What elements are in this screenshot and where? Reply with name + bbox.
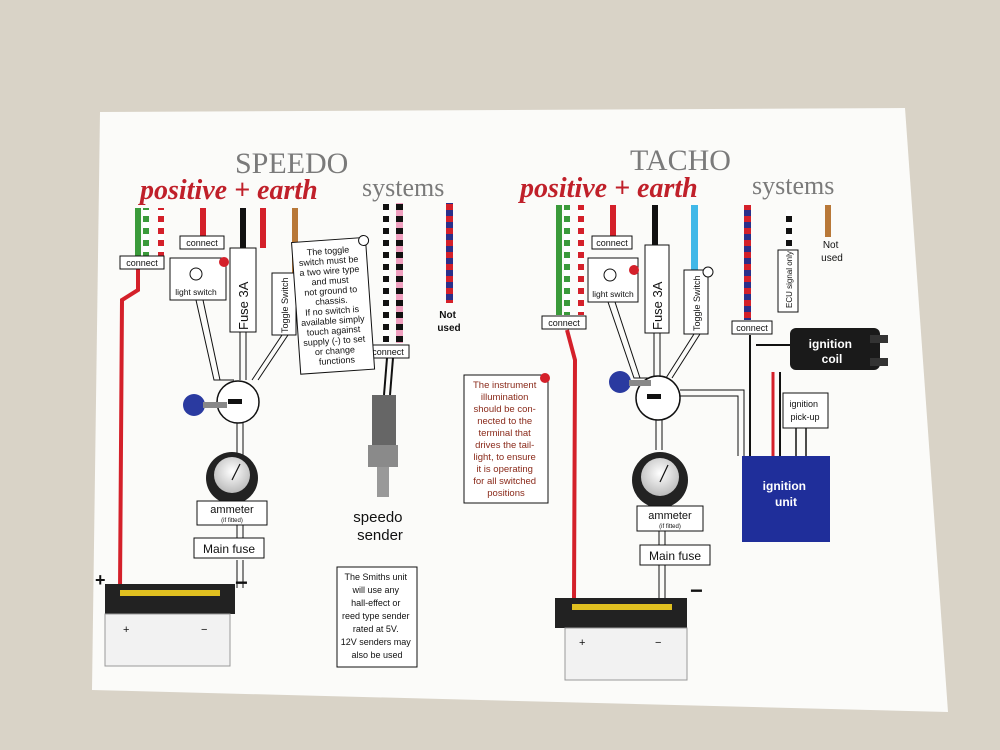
tacho-main-fuse: Main fuse [649,549,701,563]
speedo-green-wire [135,208,141,258]
speedo-sender-icon [368,357,398,497]
tacho-red-white-wire [578,205,584,315]
speedo-smiths-note: The Smiths unit will use any hall-effect… [341,572,414,660]
speedo-not-used: Not used [437,310,460,334]
tacho-connect-1: connect [548,318,580,328]
speedo-main-fuse: Main fuse [203,542,255,556]
tacho-ecu-signal: ECU signal only [785,251,794,308]
tacho-illumination-note [463,374,549,504]
tacho-subtitle-red: positive + earth [518,173,698,204]
tacho-toggle-switch: Toggle Switch [692,275,702,331]
tacho-not-used: Not used [821,240,843,264]
ignition-unit-box [742,456,830,542]
bulb-icon [189,267,203,281]
speedo-panel: SPEEDO positive + earth systems connect … [95,147,461,668]
tacho-ignition-pickup: ignition pick-up [789,399,820,422]
tacho-fuse: Fuse 3A [650,281,665,330]
speedo-subtitle-red: positive + earth [138,175,318,206]
tacho-ammeter: ammeter [648,510,692,522]
tacho-black-white-wire [786,210,792,250]
tacho-light-switch: light switch [592,289,634,299]
speedo-red-white-wire [158,208,164,258]
speedo-connect-1: connect [126,258,158,268]
bulb-icon [603,268,617,282]
asterisk-icon [219,257,229,267]
speedo-red-wire [200,208,206,238]
speedo-battery-minus: − [201,624,207,636]
speedo-pink-wire [396,203,403,343]
speedo-plus: + [95,570,106,590]
key-icon [183,394,205,416]
tacho-ignition-unit: ignition unit [763,479,810,509]
speedo-minus: − [235,570,248,595]
tacho-red-wire [610,205,616,237]
speedo-subtitle-grey: systems [362,173,444,202]
tacho-battery-minus: − [655,637,661,649]
tacho-panel: TACHO positive + earth systems connect c… [463,144,888,681]
tacho-ignition-coil: ignition coil [809,337,856,366]
key-icon [609,371,631,393]
tacho-brown-wire [825,205,831,237]
tacho-red-blue-wire [744,205,751,320]
speedo-brown-wire [292,208,298,273]
speedo-ammeter-sub: (if fitted) [221,518,243,524]
svg-text:The toggle switch must: The toggle switch must be a two wire typ… [296,244,370,368]
speedo-black-wire [240,208,246,248]
speedo-title: SPEEDO [235,147,348,180]
speedo-battery-plus: + [123,624,129,636]
speedo-red-blue-wire [446,203,453,303]
tacho-green-wire [556,205,562,315]
asterisk-icon [540,373,550,383]
tacho-connect-2: connect [596,238,628,248]
speedo-connect-3: connect [372,347,404,357]
speedo-sender-label: speedo sender [353,509,406,544]
speedo-connect-2: connect [186,238,218,248]
asterisk-icon [629,265,639,275]
tacho-cyan-wire [691,205,698,270]
svg-text:The instrument illuminat: The instrument illumination should be co… [473,380,539,499]
speedo-black-white-wire [383,203,389,343]
speedo-light-switch: light switch [175,287,217,297]
tacho-battery-icon [555,598,688,681]
tacho-battery-plus: + [579,637,585,649]
tacho-subtitle-grey: systems [752,171,834,200]
speedo-battery-icon [104,584,235,667]
speedo-toggle-note: The toggle switch must be a two wire typ… [291,235,376,375]
ignition-coil-icon [790,328,888,370]
speedo-toggle-switch: Toggle Switch [280,277,290,333]
tacho-ammeter-sub: (if fitted) [659,524,681,530]
tacho-black-wire [652,205,658,245]
speedo-ammeter: ammeter [210,504,254,516]
speedo-fuse: Fuse 3A [236,281,251,330]
tacho-title: TACHO [630,144,731,177]
tacho-connect-3: connect [736,323,768,333]
tacho-minus: − [690,578,703,603]
